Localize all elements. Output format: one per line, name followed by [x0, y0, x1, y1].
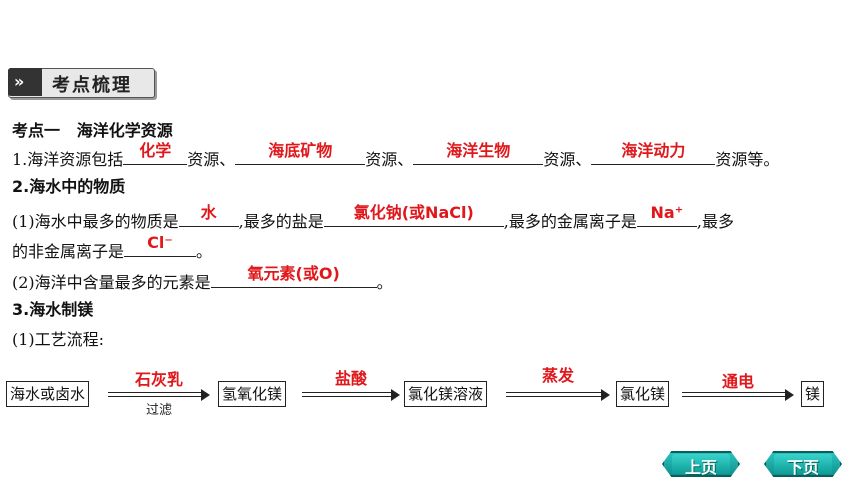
blank-6: 氯化钠(或NaCl)	[323, 203, 504, 227]
topic-title: 海洋化学资源	[76, 121, 173, 140]
q1-prefix: (1)海水中最多的物质是	[12, 212, 179, 231]
answer-6: 氯化钠(或NaCl)	[353, 203, 474, 222]
item2-heading: 2.海水中的物质	[12, 177, 126, 196]
item3-sub: (1)工艺流程:	[12, 330, 105, 349]
flow-cond1-bottom: 过滤	[145, 403, 172, 418]
flow-cond1-top: 石灰乳	[134, 370, 183, 389]
flow-arrow-4	[682, 389, 794, 401]
item2-q1-line2: 的非金属离子是 Cl⁻ 。	[12, 233, 213, 262]
section-header: » 考点梳理	[8, 68, 155, 98]
next-page-label: 下页	[786, 458, 819, 477]
flow-cond3-top: 蒸发	[541, 366, 574, 385]
topic-heading: 考点一 海洋化学资源	[12, 121, 173, 141]
next-page-button[interactable]: 下页	[764, 451, 842, 477]
flow-box-mg: 镁	[801, 381, 825, 407]
item1-sep2: 资源、	[365, 150, 414, 169]
flow-box-mgcl2: 氯化镁	[616, 381, 670, 407]
flow-arrow-1	[108, 389, 210, 401]
q2-prefix: (2)海洋中含量最多的元素是	[12, 273, 211, 292]
answer-3: 海洋生物	[446, 141, 511, 160]
flow-arrow-2	[302, 389, 400, 401]
item3-heading: 3.海水制镁	[12, 300, 94, 319]
flow-cond4-top: 通电	[721, 372, 754, 391]
blank-5: 水	[178, 203, 239, 227]
blank-1: 化学	[123, 141, 188, 165]
flow-cond2-top: 盐酸	[334, 369, 367, 388]
item1-line: 1.海洋资源包括化学资源、海底矿物资源、海洋生物资源、海洋动力资源等。	[12, 141, 780, 170]
answer-8: Cl⁻	[147, 233, 173, 252]
q1-end: 。	[196, 242, 213, 261]
flow-box-mgoh2: 氢氧化镁	[218, 381, 287, 407]
q1-mid1: ,最多的盐是	[238, 212, 324, 231]
flow-arrow-3	[506, 389, 610, 401]
flow-box-mgcl2-solution: 氯化镁溶液	[404, 381, 488, 407]
item1-sep4: 资源等。	[715, 150, 780, 169]
item1-prefix: 1.海洋资源包括	[12, 150, 124, 169]
blank-9: 氧元素(或O)	[210, 264, 377, 288]
topic-label: 考点一	[12, 121, 61, 140]
section-title: 考点梳理	[52, 75, 132, 96]
answer-9: 氧元素(或O)	[247, 264, 340, 283]
prev-page-button[interactable]: 上页	[662, 451, 740, 477]
item2-q1-line1: (1)海水中最多的物质是 水 ,最多的盐是 氯化钠(或NaCl) ,最多的金属离子是 Na…	[12, 203, 734, 232]
double-arrow-icon: »	[8, 68, 42, 96]
q1-line2-prefix: 的非金属离子是	[12, 242, 125, 261]
answer-2: 海底矿物	[268, 141, 333, 160]
q1-mid3: ,最多	[696, 212, 734, 231]
blank-4: 海洋动力	[591, 141, 716, 165]
flow-box-seawater: 海水或卤水	[6, 381, 90, 407]
answer-1: 化学	[139, 141, 172, 160]
item2-q2-line: (2)海洋中含量最多的元素是 氧元素(或O) 。	[12, 264, 393, 293]
blank-3: 海洋生物	[413, 141, 544, 165]
answer-7: Na⁺	[650, 203, 684, 222]
blank-8: Cl⁻	[124, 233, 197, 257]
answer-5: 水	[200, 203, 217, 222]
blank-7: Na⁺	[636, 203, 697, 227]
item1-sep3: 资源、	[543, 150, 592, 169]
blank-2: 海底矿物	[235, 141, 366, 165]
q2-end: 。	[376, 273, 393, 292]
answer-4: 海洋动力	[621, 141, 686, 160]
item1-sep1: 资源、	[187, 150, 236, 169]
q1-mid2: ,最多的金属离子是	[503, 212, 637, 231]
prev-page-label: 上页	[684, 458, 717, 477]
